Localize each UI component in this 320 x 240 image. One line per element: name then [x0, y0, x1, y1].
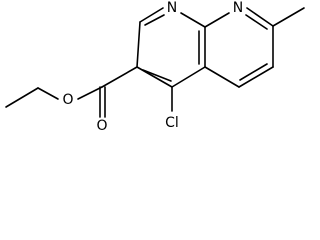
atom-n8-label: N	[233, 0, 243, 16]
bond-c2-c3	[136, 21, 141, 68]
bond-o-carbonyl-c	[77, 86, 103, 100]
structure-canvas: N N O O Cl	[5, 0, 305, 134]
bond-n1-c2	[139, 7, 164, 23]
atom-label-layer: N N O O Cl	[62, 0, 243, 134]
atom-cl-label: Cl	[165, 115, 179, 131]
bond-c6-c5	[238, 66, 274, 88]
bond-c7-methyl	[272, 7, 305, 27]
bond-layer	[5, 7, 305, 118]
bond-n8-c7-inner	[245, 14, 268, 30]
molecule-diagram: N N O O Cl	[5, 0, 305, 134]
bond-c8a-n1	[180, 12, 206, 28]
bond-n1-c2-inner	[144, 14, 165, 26]
bond-c3-c4-inner	[142, 69, 172, 82]
bond-ethyl-ch3-ch2	[5, 87, 39, 108]
bond-c8a-n8	[204, 12, 230, 28]
bond-c6-c5-inner	[239, 63, 268, 81]
atom-n1-label: N	[167, 0, 177, 16]
bond-c4-c4a	[171, 66, 206, 88]
bond-n8-c7	[246, 7, 274, 27]
atom-o-ester-label: O	[62, 92, 73, 108]
bond-c5-c4a	[204, 66, 240, 88]
bond-carbonyl-c-ring-c3	[101, 66, 138, 88]
atom-o-carbonyl-label: O	[96, 118, 107, 134]
bond-ethyl-ch2-o	[37, 87, 59, 100]
